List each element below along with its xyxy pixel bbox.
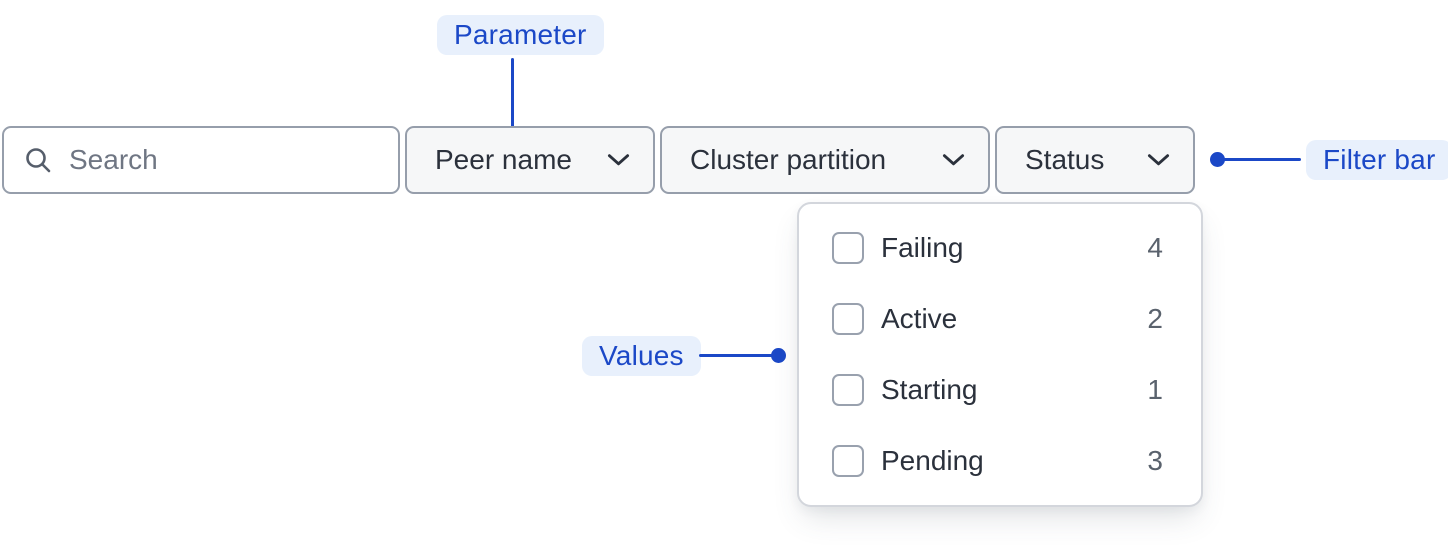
search-field[interactable] <box>2 126 400 194</box>
chevron-down-icon <box>607 153 630 167</box>
filter-bar-connector-dot <box>1210 152 1225 167</box>
option-label: Pending <box>881 445 984 476</box>
dropdown-status[interactable]: Status <box>995 126 1195 194</box>
chevron-down-icon <box>1147 153 1170 167</box>
option-label: Failing <box>881 232 964 263</box>
checkbox[interactable] <box>832 303 864 335</box>
filter-bar-connector-line <box>1223 158 1301 161</box>
dropdown-cluster-partition[interactable]: Cluster partition <box>660 126 990 194</box>
dropdown-peer-name-label: Peer name <box>435 144 572 175</box>
search-icon <box>24 146 52 174</box>
checkbox[interactable] <box>832 445 864 477</box>
dropdown-status-label: Status <box>1025 144 1105 175</box>
values-connector-dot <box>771 348 786 363</box>
dropdown-peer-name[interactable]: Peer name <box>405 126 655 194</box>
checkbox[interactable] <box>832 232 864 264</box>
parameter-annotation-badge: Parameter <box>437 15 604 55</box>
status-dropdown-panel: Failing 4 Active 2 Starting 1 Pending 3 <box>797 202 1203 507</box>
dropdown-option-active[interactable]: Active 2 <box>799 284 1201 355</box>
option-count: 2 <box>1147 303 1163 334</box>
parameter-connector-line <box>511 58 514 140</box>
chevron-down-icon <box>942 153 965 167</box>
dropdown-option-failing[interactable]: Failing 4 <box>799 213 1201 284</box>
option-label: Starting <box>881 374 978 405</box>
dropdown-option-starting[interactable]: Starting 1 <box>799 355 1201 426</box>
values-connector-line <box>699 354 773 357</box>
checkbox[interactable] <box>832 374 864 406</box>
dropdown-option-pending[interactable]: Pending 3 <box>799 426 1201 497</box>
filter-bar-annotation-badge: Filter bar <box>1306 140 1448 180</box>
dropdown-cluster-partition-label: Cluster partition <box>690 144 887 175</box>
option-label: Active <box>881 303 958 334</box>
option-count: 1 <box>1147 374 1163 405</box>
filter-bar: Peer name Cluster partition Status <box>2 126 1195 194</box>
values-annotation-badge: Values <box>582 336 701 376</box>
option-count: 4 <box>1147 232 1163 263</box>
option-count: 3 <box>1147 445 1163 476</box>
search-input[interactable] <box>67 143 378 177</box>
